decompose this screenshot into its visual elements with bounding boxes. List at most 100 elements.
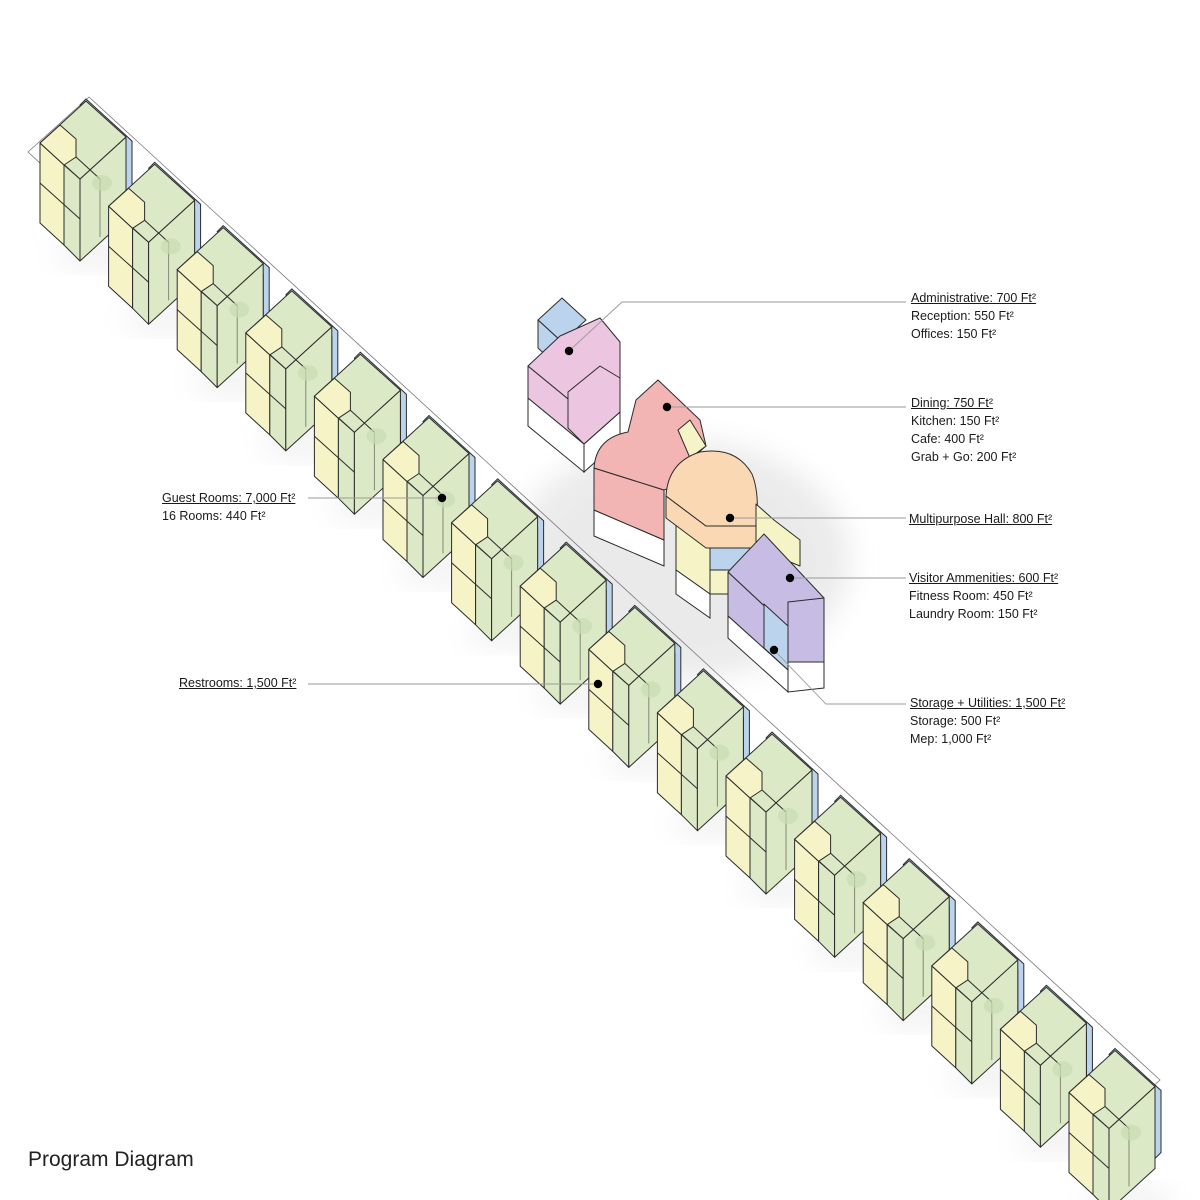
label-heading: Dining: 750 Ft² xyxy=(911,396,993,410)
room-divider xyxy=(281,346,307,370)
room-divider xyxy=(350,409,375,433)
room-face-left xyxy=(200,291,218,389)
label-detail: Cafe: 400 Ft² xyxy=(911,432,984,446)
restroom-top xyxy=(1068,1074,1106,1115)
floor-line xyxy=(862,942,904,979)
label-detail: Reception: 550 Ft² xyxy=(911,309,1014,323)
label-detail: Kitchen: 150 Ft² xyxy=(911,414,1000,428)
room-highlight xyxy=(503,554,524,571)
floor-line xyxy=(588,689,630,726)
room-divider xyxy=(75,156,101,180)
floor-line xyxy=(931,1005,973,1043)
room-divider xyxy=(898,916,924,939)
floor-line xyxy=(794,878,835,916)
leader-line xyxy=(773,649,906,705)
room-divider xyxy=(693,726,718,750)
leader-dot xyxy=(662,402,672,412)
label-detail: Offices: 150 Ft² xyxy=(911,327,997,341)
room-divider xyxy=(144,219,169,243)
label-visitor: Visitor Ammenities: 600 Ft² Fitness Room:… xyxy=(909,569,1058,623)
room-divider xyxy=(555,599,581,623)
label-detail: Grab + Go: 200 Ft² xyxy=(911,450,1017,464)
label-heading: Storage + Utilities: 1,500 Ft² xyxy=(910,696,1066,710)
room-divider xyxy=(212,283,238,306)
label-heading: Visitor Ammenities: 600 Ft² xyxy=(909,571,1059,585)
floor-line xyxy=(245,372,287,410)
restroom-top xyxy=(108,187,146,229)
floor-line xyxy=(519,625,561,663)
room-highlight xyxy=(778,808,798,824)
room-face-left xyxy=(955,987,973,1085)
restroom-top xyxy=(245,314,283,356)
room-face-left xyxy=(1092,1114,1110,1200)
floor-line xyxy=(725,815,767,853)
label-heading: Administrative: 700 Ft² xyxy=(911,291,1037,305)
restroom-top xyxy=(519,567,557,609)
leader-dot xyxy=(437,493,447,503)
room-divider xyxy=(830,852,855,876)
room-face-left xyxy=(337,417,355,515)
offices-volume xyxy=(567,365,621,445)
guest-room-unit xyxy=(39,98,146,269)
room-face-left xyxy=(406,481,424,578)
label-detail: Mep: 1,000 Ft² xyxy=(910,732,992,746)
room-highlight xyxy=(709,744,730,761)
room-highlight xyxy=(640,681,661,698)
guest-room-unit xyxy=(725,731,832,902)
label-detail: Fitness Room: 450 Ft² xyxy=(909,589,1033,603)
restroom-top xyxy=(588,630,626,672)
visitor-amenities-block xyxy=(727,533,825,694)
room-highlight xyxy=(92,175,112,191)
laundry-volume xyxy=(787,597,825,663)
floor-line xyxy=(39,182,81,220)
room-highlight xyxy=(983,997,1004,1014)
guest-room-unit xyxy=(1068,1048,1175,1200)
lower-base xyxy=(675,569,711,619)
room-highlight xyxy=(1121,1124,1141,1141)
room-face-left xyxy=(886,924,904,1022)
floor-line xyxy=(1000,1068,1041,1106)
leader-line xyxy=(568,301,906,352)
floor-line xyxy=(1068,1132,1110,1169)
floor-line xyxy=(176,309,218,346)
room-face-left xyxy=(680,734,698,832)
room-divider xyxy=(1104,1106,1130,1129)
leader-lines xyxy=(308,301,906,705)
leader-dot xyxy=(785,573,795,583)
room-divider xyxy=(1036,1042,1061,1066)
room-highlight xyxy=(160,238,181,255)
leader-dot xyxy=(769,645,779,655)
guest-room-row xyxy=(39,98,1175,1200)
label-administrative: Administrative: 700 Ft² Reception: 550 Ft… xyxy=(911,289,1036,343)
label-detail: Laundry Room: 150 Ft² xyxy=(909,607,1038,621)
amenity-cluster xyxy=(527,297,825,694)
leader-dot xyxy=(593,679,603,689)
leader-dot xyxy=(725,513,735,523)
label-detail: Storage: 500 Ft² xyxy=(910,714,1001,728)
room-highlight xyxy=(229,301,250,318)
restroom-top xyxy=(862,884,900,926)
restroom-top xyxy=(39,124,77,166)
room-highlight xyxy=(846,871,867,888)
restroom-top xyxy=(451,504,489,546)
room-face-left xyxy=(612,670,630,768)
room-face-left xyxy=(818,860,836,958)
room-divider xyxy=(967,979,993,1003)
room-highlight xyxy=(572,618,593,635)
label-heading: Guest Rooms: 7,000 Ft² xyxy=(162,491,296,505)
label-dining: Dining: 750 Ft² Kitchen: 150 Ft² Cafe: 400… xyxy=(911,394,1016,466)
restroom-top xyxy=(313,377,351,419)
restroom-top xyxy=(382,441,420,482)
label-heading: Restrooms: 1,500 Ft² xyxy=(179,676,297,690)
leader-dot xyxy=(564,346,574,356)
grab-go-volume xyxy=(677,419,707,459)
room-face-left xyxy=(749,797,767,895)
page-title: Program Diagram xyxy=(28,1148,194,1171)
floor-line xyxy=(451,562,492,600)
restroom-top xyxy=(176,251,214,293)
room-face-left xyxy=(132,227,150,325)
guest-room-unit xyxy=(656,668,764,839)
restroom-top xyxy=(725,757,763,799)
